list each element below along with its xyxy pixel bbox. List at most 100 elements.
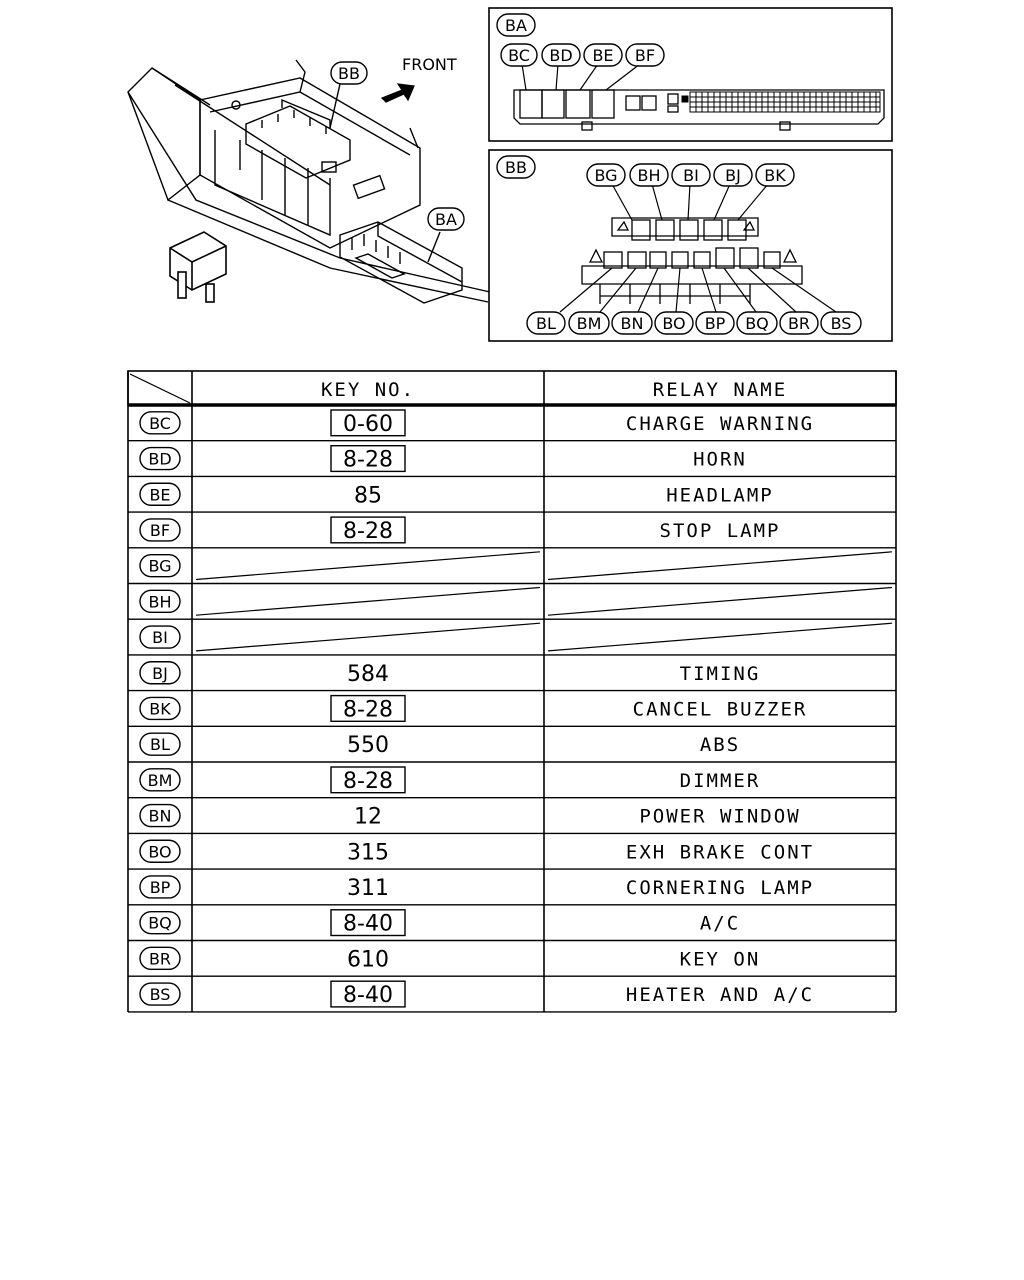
row-relay-name: TIMING [680,663,761,685]
svg-text:BB: BB [338,64,360,83]
row-key-no: 12 [354,805,382,830]
callout-ba-main: BA [427,207,465,231]
svg-text:BL: BL [150,735,170,754]
svg-text:BQ: BQ [148,914,172,933]
row-code-tag: BN [139,803,181,828]
table-row: BF 8-28 STOP LAMP [128,516,896,549]
row-code-tag: BL [139,732,181,756]
key-no-box [330,980,406,1008]
table-row: BJ 584 TIMING [128,661,896,692]
svg-text:BF: BF [635,46,655,65]
empty-cell-slash [195,586,541,616]
panel-ba-title: BA [496,13,536,37]
row-key-no: 315 [347,840,389,865]
svg-text:BN: BN [621,314,644,333]
svg-text:BC: BC [149,414,171,433]
row-code-tag: BP [139,875,181,899]
row-code-tag: BO [139,839,181,863]
panel-bb-top-labels: BG BH BI BJ BK [586,163,795,187]
row-key-no: 8-40 [343,983,393,1008]
row-key-no: 584 [347,662,389,687]
svg-text:BJ: BJ [725,166,741,185]
key-no-box [330,516,406,544]
svg-text:BQ: BQ [745,314,769,333]
panel-ba: BA B [488,7,893,142]
svg-text:BB: BB [505,158,527,177]
svg-text:BJ: BJ [152,664,168,683]
row-key-no: 8-28 [343,769,393,794]
row-relay-name: HEADLAMP [666,484,774,506]
row-code-tag: BD [139,446,181,471]
row-code-tag: BR [139,946,181,971]
overview-drawing [127,59,491,304]
panel-bb-title: BB [496,155,536,179]
svg-text:BN: BN [149,807,172,826]
row-relay-name: HORN [693,449,747,471]
key-no-box [330,766,406,794]
row-code-tag: BK [139,696,181,721]
row-relay-name: ABS [700,734,740,756]
svg-text:BM: BM [577,314,602,333]
key-no-box [330,445,406,473]
row-relay-name: A/C [700,913,740,935]
table-row: BI [128,622,896,656]
empty-cell-slash [195,622,541,652]
svg-text:BD: BD [549,46,572,65]
row-relay-name: CANCEL BUZZER [633,698,808,720]
svg-text:BP: BP [705,314,726,333]
svg-text:BR: BR [149,949,171,968]
header-relay-name: RELAY NAME [653,379,787,401]
table-row: BO 315 EXH BRAKE CONT [128,839,896,870]
svg-text:BE: BE [149,485,170,504]
svg-text:BK: BK [149,699,171,718]
row-relay-name: EXH BRAKE CONT [626,841,814,863]
row-key-no: 8-28 [343,519,393,544]
svg-text:BD: BD [148,450,171,469]
header-corner-diagonal [129,373,191,404]
svg-text:BI: BI [152,628,168,647]
row-key-no: 610 [347,947,389,972]
panel-bb-bottom-labels: BL BM BN BO BP BQ BR BS [526,311,862,335]
relay-cube-icon [169,231,227,303]
empty-cell-slash [547,622,893,652]
row-code-tag: BG [139,553,181,578]
row-code-tag: BH [139,589,181,614]
row-relay-name: POWER WINDOW [639,806,800,828]
row-relay-name: DIMMER [680,770,761,792]
callout-bb-main: BB [330,61,368,85]
row-code-tag: BF [139,518,181,542]
panel-ba-slot-labels: BC BD BE BF [500,43,665,67]
svg-text:BO: BO [148,842,171,861]
key-no-box [330,694,406,722]
row-relay-name: STOP LAMP [660,520,781,542]
row-code-tag: BI [139,625,181,649]
table-row: BC 0-60 CHARGE WARNING [128,409,896,442]
svg-text:BG: BG [594,166,617,185]
table-row: BS 8-40 HEATER AND A/C [128,980,896,1013]
row-code-tag: BM [139,768,181,792]
svg-text:BL: BL [536,314,556,333]
svg-text:BI: BI [683,166,699,185]
key-no-box [330,409,406,437]
svg-text:BA: BA [505,16,527,35]
table-row: BN 12 POWER WINDOW [128,803,896,835]
svg-text:BA: BA [435,210,457,229]
svg-text:BF: BF [150,521,170,540]
row-relay-name: CHARGE WARNING [626,413,814,435]
front-label: FRONT [402,55,457,74]
svg-text:BM: BM [148,771,173,790]
row-key-no: 0-60 [343,412,393,437]
row-relay-name: HEATER AND A/C [626,984,814,1006]
svg-text:BC: BC [508,46,530,65]
row-code-tag: BS [139,982,181,1006]
svg-text:BE: BE [592,46,613,65]
